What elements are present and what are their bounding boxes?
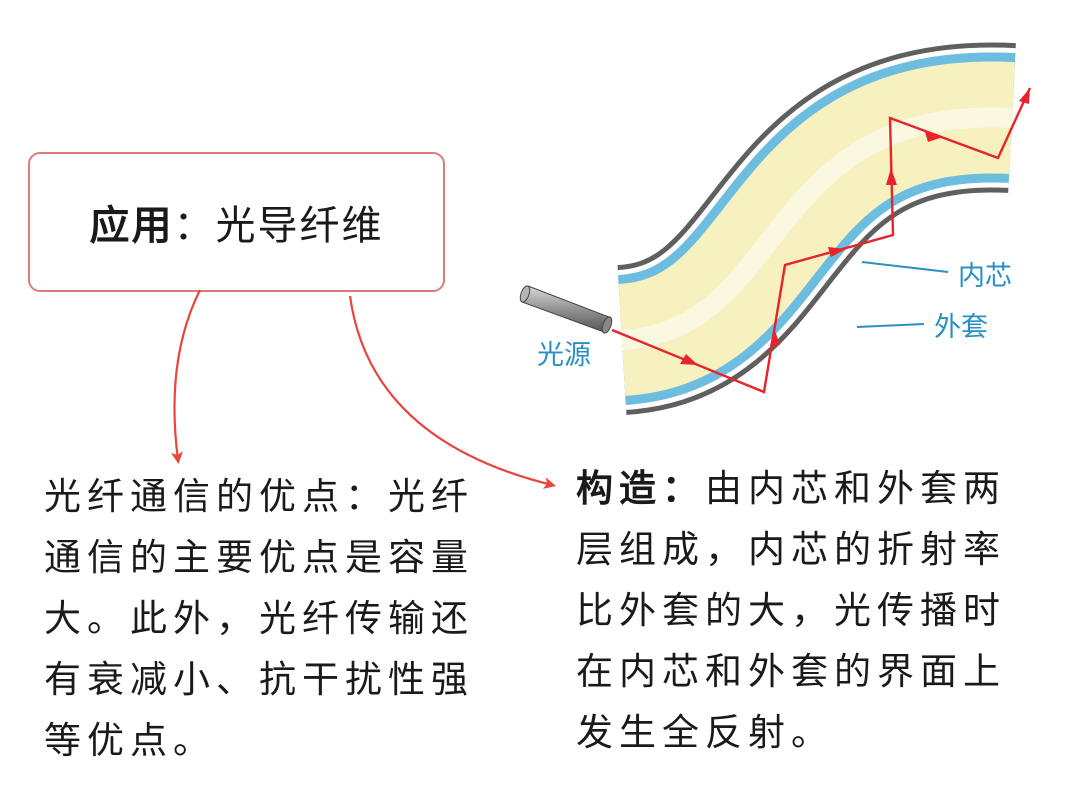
label-light-source: 光源	[537, 340, 591, 371]
fiber-core	[616, 61, 1015, 396]
title-heading: 应用	[89, 203, 174, 249]
title-box: 应用：光导纤维	[28, 152, 445, 292]
arrow-to-advantages	[171, 289, 201, 464]
advantages-colon: ：	[345, 475, 388, 518]
cladding-pointer-line	[856, 323, 925, 328]
title-value: 光导纤维	[215, 203, 384, 249]
optical-fiber	[614, 42, 1016, 415]
advantages-paragraph: 光纤通信的优点：光纤通信的主要优点是容量大。此外，光纤传输还有衰减小、抗干扰性强…	[44, 466, 480, 771]
light-ray	[611, 87, 1032, 394]
structure-colon: ：	[662, 467, 705, 510]
arrow-to-structure	[348, 295, 556, 489]
light-source-cylinder	[519, 285, 613, 334]
advantages-body: 光纤通信的主要优点是容量大。此外，光纤传输还有衰减小、抗干扰性强等优点。	[44, 475, 474, 762]
title-text: 应用：光导纤维	[90, 193, 384, 251]
advantages-heading: 光纤通信的优点	[44, 475, 345, 518]
label-cladding: 外套	[934, 312, 988, 343]
structure-paragraph: 构造：由内芯和外套两层组成，内芯的折射率比外套的大，光传播时在内芯和外套的界面上…	[576, 458, 1046, 763]
structure-heading: 构造	[576, 467, 662, 510]
label-core: 内芯	[958, 261, 1012, 292]
core-pointer-line	[861, 261, 949, 273]
title-colon: ：	[173, 203, 216, 249]
structure-body: 由内芯和外套两层组成，内芯的折射率比外套的大，光传播时在内芯和外套的界面上发生全…	[576, 467, 1006, 754]
